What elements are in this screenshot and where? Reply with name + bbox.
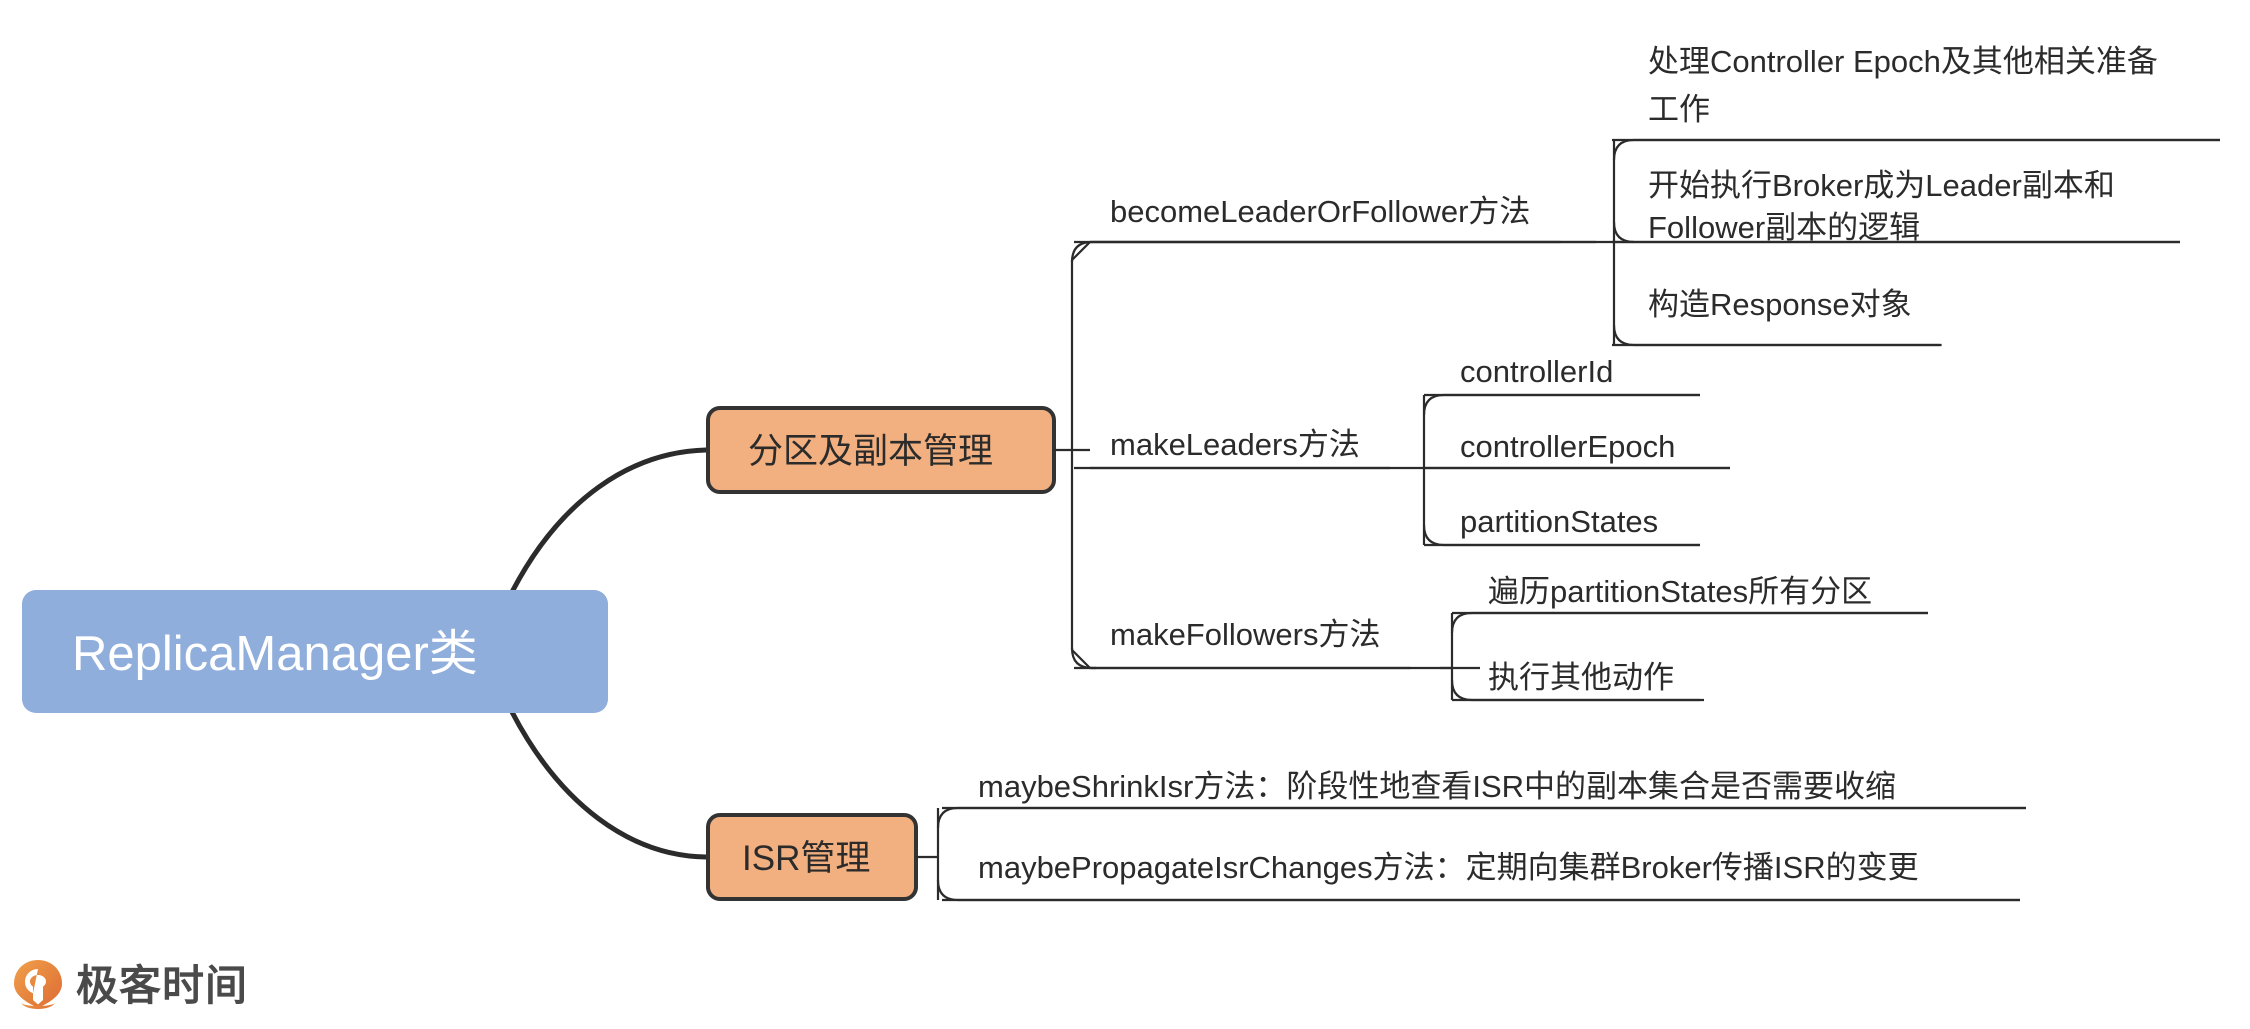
edge-root-to-partition-mgmt [509, 447, 709, 595]
leaf-node-maybe-propagate-isr-changes: maybePropagateIsrChanges方法：定期向集群Broker传播… [978, 850, 1919, 885]
method-label-become-leader-or-follower: becomeLeaderOrFollower方法 [1110, 194, 1530, 229]
leaf-partition-states-label: partitionStates [1460, 504, 1658, 539]
branch-node-partition-mgmt-label: 分区及副本管理 [748, 432, 993, 471]
leaf-controller-epoch-label: controllerEpoch [1460, 429, 1675, 464]
leaf-node-controller-id: controllerId [1460, 354, 1613, 389]
method-label-make-leaders: makeLeaders方法 [1110, 427, 1360, 462]
leaf-node-execute-leader-follower-logic: 开始执行Broker成为Leader副本和 Follower副本的逻辑 [1648, 168, 2115, 245]
root-node-label: ReplicaManager类 [72, 627, 478, 681]
bracket-make-followers-children [1440, 613, 1454, 700]
leaf-build-response-object-label: 构造Response对象 [1648, 287, 1912, 322]
branch-node-partition-mgmt[interactable]: 分区及副本管理 [706, 406, 1056, 494]
footer-logo-text: 极客时间 [76, 962, 249, 1009]
bracket-partition-corner-top [1070, 240, 1596, 263]
leaf-handle-controller-epoch-line2: 工作 [1648, 92, 1710, 127]
geektime-pin-icon [12, 958, 64, 1014]
footer-logo: 极客时间 [12, 958, 248, 1014]
bracket-make-leaders-corner-top [1422, 393, 1700, 416]
leaf-other-actions-label: 执行其他动作 [1488, 660, 1674, 695]
bracket-isr-children [916, 808, 940, 900]
bracket-become-leader-corner-bottom [1612, 324, 1940, 347]
leaf-maybe-propagate-isr-changes-label: maybePropagateIsrChanges方法：定期向集群Broker传播… [978, 850, 1919, 885]
root-node[interactable]: ReplicaManager类 [22, 590, 608, 713]
leaf-execute-leader-follower-line2: Follower副本的逻辑 [1648, 210, 1920, 245]
bracket-become-leader-children [1596, 140, 1616, 345]
bracket-make-followers-corner-top [1450, 611, 1928, 634]
root-node-bg [22, 590, 608, 713]
leaf-node-maybe-shrink-isr: maybeShrinkIsr方法：阶段性地查看ISR中的副本集合是否需要收缩 [978, 769, 1896, 804]
leaf-node-build-response-object: 构造Response对象 [1648, 287, 1912, 322]
leaf-node-controller-epoch: controllerEpoch [1460, 429, 1675, 464]
branch-node-isr-mgmt-label: ISR管理 [742, 839, 870, 878]
leaf-execute-leader-follower-line1: 开始执行Broker成为Leader副本和 [1648, 168, 2115, 203]
method-label-make-followers: makeFollowers方法 [1110, 617, 1380, 652]
bracket-isr-corner-top [936, 806, 2026, 829]
bracket-become-leader-corner-top [1612, 138, 2220, 161]
leaf-node-handle-controller-epoch: 处理Controller Epoch及其他相关准备 工作 [1648, 44, 2158, 127]
leaf-handle-controller-epoch-line1: 处理Controller Epoch及其他相关准备 [1648, 44, 2158, 79]
leaf-maybe-shrink-isr-label: maybeShrinkIsr方法：阶段性地查看ISR中的副本集合是否需要收缩 [978, 769, 1896, 804]
leaf-node-traverse-partition-states: 遍历partitionStates所有分区 [1488, 574, 1872, 609]
leaf-controller-id-label: controllerId [1460, 354, 1613, 389]
leaf-traverse-partition-states-label: 遍历partitionStates所有分区 [1488, 574, 1872, 609]
leaf-node-other-actions: 执行其他动作 [1488, 660, 1674, 695]
branch-node-isr-mgmt[interactable]: ISR管理 [706, 813, 918, 901]
edge-root-to-isr-mgmt [509, 709, 709, 860]
leaf-node-partition-states: partitionStates [1460, 504, 1658, 539]
bracket-become-leader-mid-corner-up [1612, 221, 1635, 244]
